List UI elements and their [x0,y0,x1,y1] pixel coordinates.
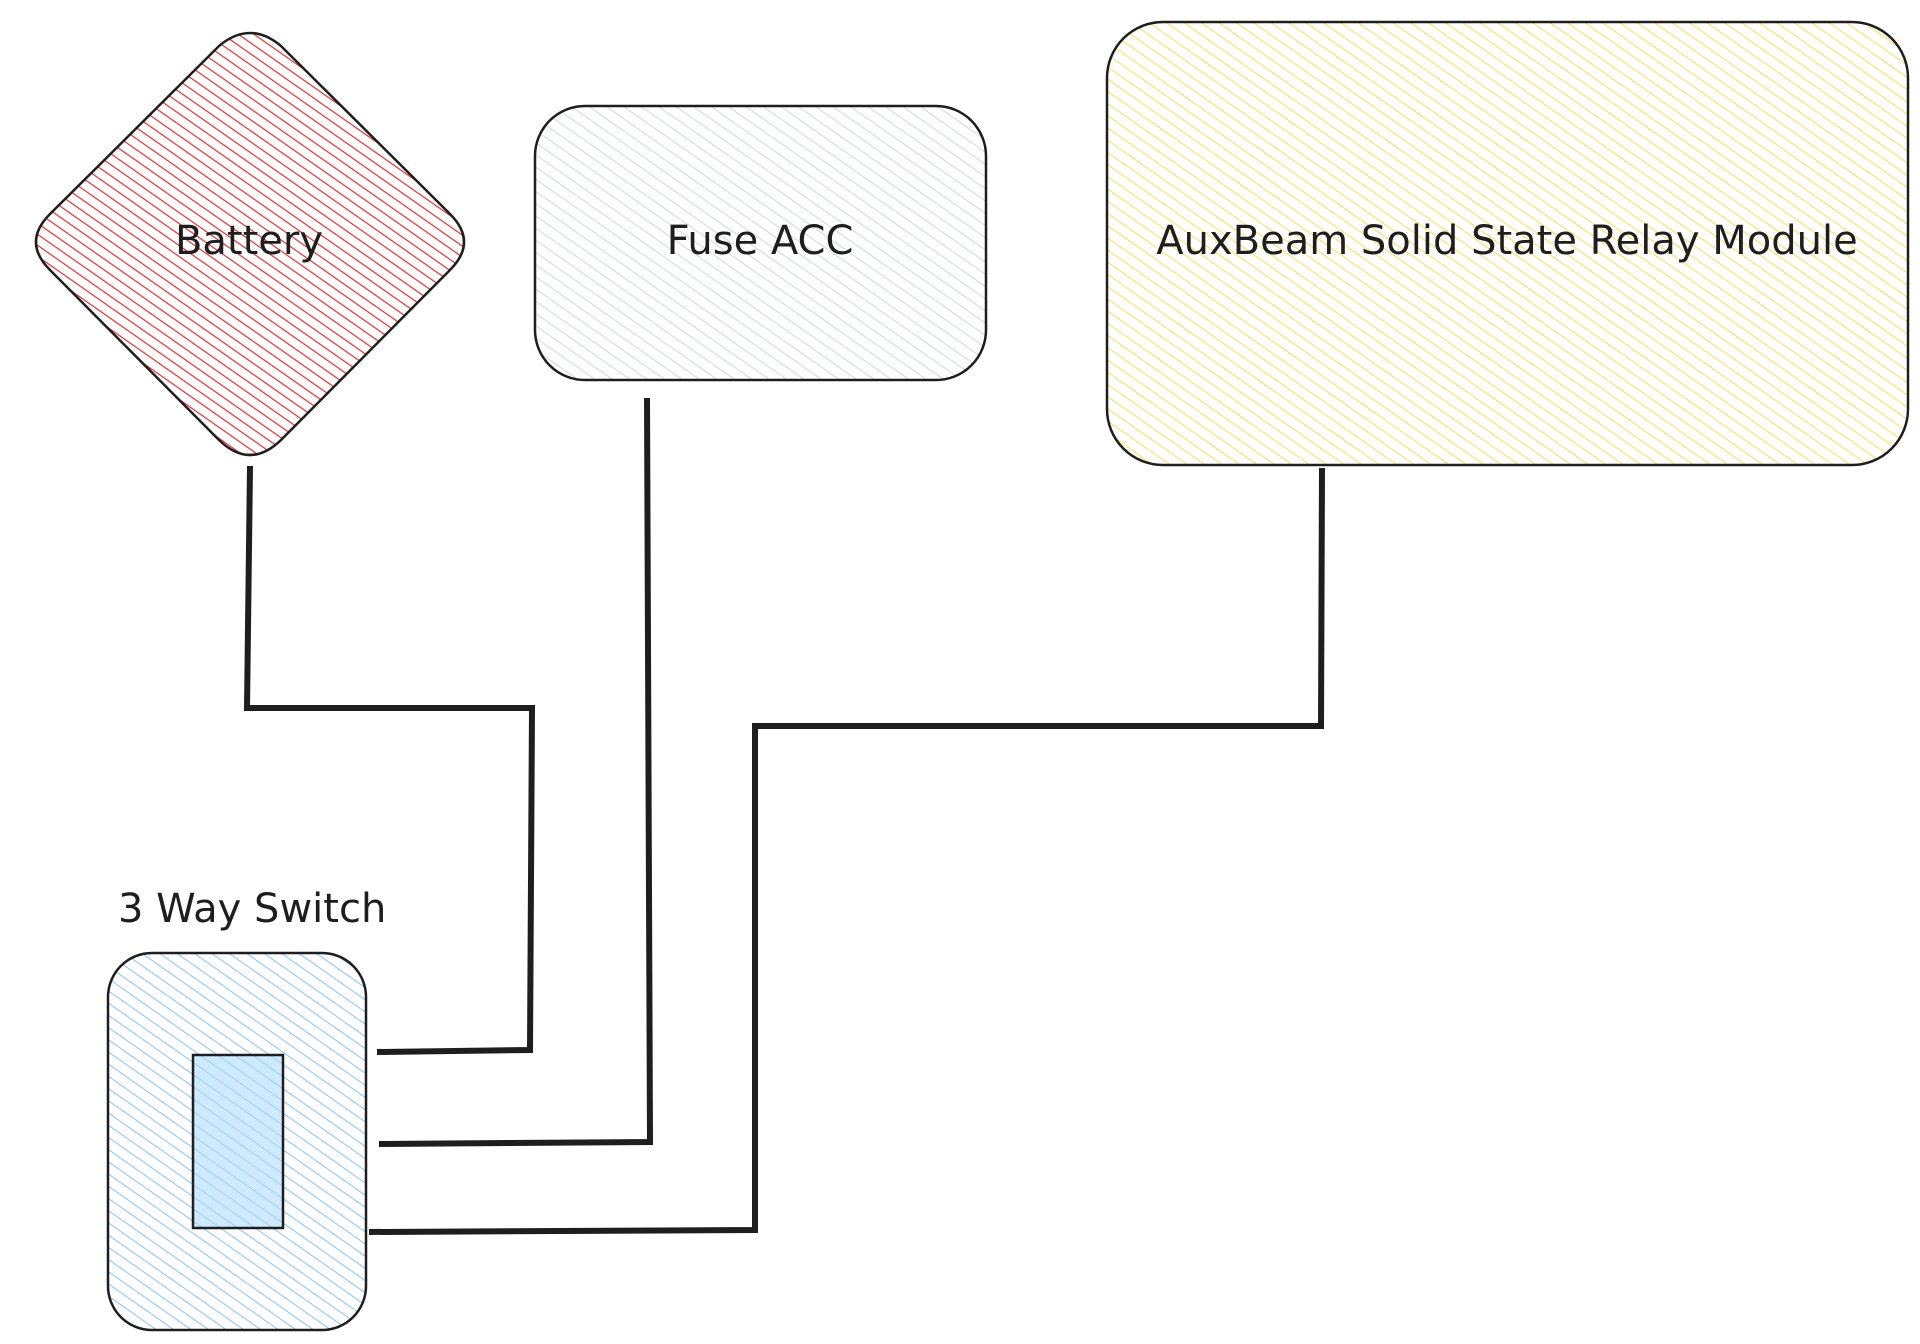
relay-node: AuxBeam Solid State Relay Module [1105,20,1910,467]
battery-shape [34,31,466,457]
wire-fuse-to-switch [378,397,654,1147]
fuse-node: Fuse ACC [533,104,988,382]
fuse-label: Fuse ACC [667,218,854,264]
switch-toggle [191,1053,285,1230]
fuse-shape [533,104,988,382]
switch-node: 3 Way Switch [106,886,386,1332]
switch-label: 3 Way Switch [118,886,386,932]
battery-node: Battery [34,31,466,457]
wire-battery-to-switch [243,465,536,1055]
relay-label: AuxBeam Solid State Relay Module [1156,218,1857,264]
wires [243,397,1325,1235]
wire-relay-to-switch [368,467,1325,1235]
relay-shape [1105,20,1910,467]
battery-label: Battery [175,218,323,264]
